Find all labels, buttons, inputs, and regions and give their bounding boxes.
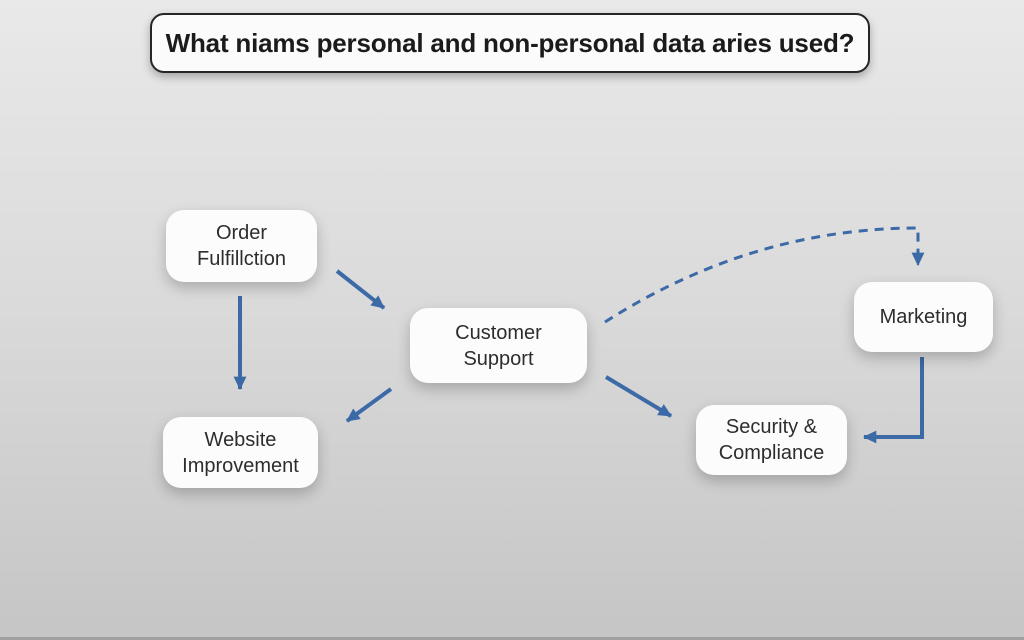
diagram-title: What niams personal and non-personal dat… [165, 27, 855, 58]
edge-order-to-customer-arrow [335, 269, 386, 310]
node-security-compliance: Security & Compliance [696, 405, 847, 475]
edge-customer-to-security-arrow [604, 375, 673, 418]
node-marketing-label: Marketing [879, 306, 968, 328]
node-customer-support: Customer Support [410, 308, 587, 383]
node-website-improvement-label: Website Improvement [182, 428, 299, 477]
node-customer-support-label: Customer Support [455, 321, 542, 370]
edge-customer-to-website-arrow [345, 387, 393, 423]
node-security-compliance-label: Security & Compliance [718, 416, 825, 464]
node-marketing: Marketing [854, 282, 993, 352]
edge-marketing-to-security-elbow-arrow [862, 357, 924, 444]
node-order-fulfillment: Order Fulfillction [166, 210, 317, 282]
node-website-improvement: Website Improvement [163, 417, 318, 488]
node-order-fulfillment-label: Order Fulfillction [197, 222, 286, 270]
title-box: What niams personal and non-personal dat… [150, 13, 870, 73]
